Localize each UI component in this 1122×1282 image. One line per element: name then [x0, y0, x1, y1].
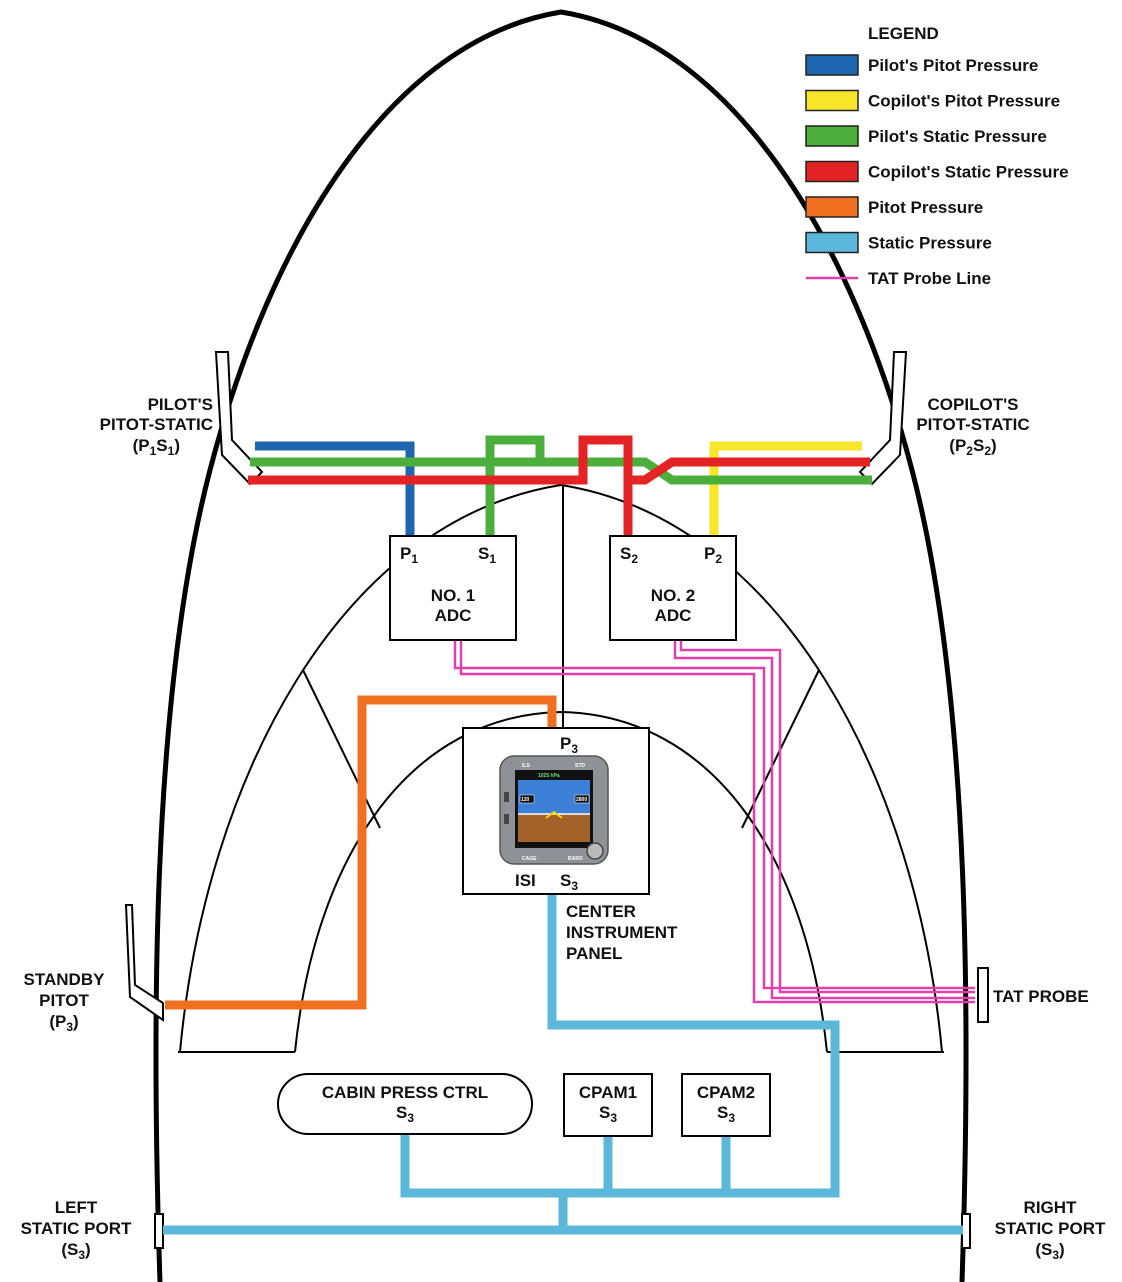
legend-swatch-5 — [805, 231, 859, 254]
tat-probe — [977, 967, 989, 1023]
tat-probe-label: TAT PROBE — [993, 987, 1089, 1006]
legend-swatch-1 — [805, 89, 859, 112]
static-pressure-line-isi — [400, 895, 840, 1198]
isi-baro-btn: BARO — [568, 856, 583, 862]
isi-topright: STD — [575, 763, 585, 769]
copilot-ps-label-3: (P2S2) — [949, 436, 996, 458]
glareshield-outer-arc — [179, 483, 943, 1053]
fuselage-outline — [153, 9, 969, 1282]
isi-baro-readout: 1025 hPa — [538, 773, 560, 779]
pilot-static-line — [250, 435, 872, 538]
adc1-name-1: NO. 1 — [431, 586, 475, 605]
panel-divider-left — [302, 669, 381, 829]
copilot-pitot-line — [709, 441, 862, 538]
copilot-ps-label-2: PITOT-STATIC — [916, 415, 1029, 434]
adc1-name-2: ADC — [435, 606, 472, 625]
center-panel-label-2: INSTRUMENT — [566, 923, 678, 942]
left-static-port — [154, 1213, 164, 1249]
cpam2-label-1: CPAM2 — [697, 1083, 755, 1102]
center-panel-label-3: PANEL — [566, 944, 622, 963]
legend-title: LEGEND — [868, 24, 939, 43]
tat-line-adc1-outer — [459, 640, 975, 1004]
adc2-name-1: NO. 2 — [651, 586, 695, 605]
adc2-name-2: ADC — [655, 606, 692, 625]
legend-swatch-3 — [805, 160, 859, 183]
adc2-p2-label: P2 — [704, 544, 722, 566]
legend-swatch-0 — [805, 54, 859, 76]
tat-line-adc2 — [673, 640, 975, 1000]
legend-label-5: Static Pressure — [868, 234, 992, 253]
legend-label-6: TAT Probe Line — [868, 269, 991, 288]
cpam1-box — [563, 1073, 653, 1137]
cpam2-label-2: S3 — [717, 1103, 735, 1125]
isi-cage: CAGE — [522, 856, 537, 862]
pilot-pitot-line — [255, 441, 415, 538]
adc1-box — [389, 535, 517, 641]
standby-label-2: PITOT — [39, 991, 89, 1010]
adc2-s2-label: S2 — [620, 544, 638, 566]
pilot-ps-label-1: PILOT'S — [148, 395, 213, 414]
left-port-label-3: (S3) — [61, 1240, 90, 1262]
pitot-pressure-line — [165, 695, 557, 1010]
legend-label-2: Pilot's Static Pressure — [868, 127, 1047, 146]
cabin-label-1: CABIN PRESS CTRL — [322, 1083, 488, 1102]
isi-name-label: ISI — [515, 871, 536, 890]
pilot-ps-label-2: PITOT-STATIC — [100, 415, 213, 434]
left-port-label-1: LEFT — [55, 1198, 98, 1217]
cabin-press-ctrl-box — [277, 1073, 533, 1135]
left-port-label-2: STATIC PORT — [21, 1219, 132, 1238]
standby-label-3: (P3) — [49, 1012, 78, 1034]
copilot-static-line — [248, 435, 870, 538]
isi-p3-label: P3 — [560, 734, 578, 756]
legend-label-3: Copilot's Static Pressure — [868, 163, 1069, 182]
isi-instrument — [499, 755, 609, 865]
right-static-port — [961, 1213, 971, 1249]
right-port-label-1: RIGHT — [1024, 1198, 1078, 1217]
adc2-box — [609, 535, 737, 641]
glareshield-inner-arc — [294, 710, 828, 1053]
pilot-ps-label-3: (P1S1) — [133, 436, 180, 458]
standby-label-1: STANDBY — [24, 970, 106, 989]
adc1-s1-label: S1 — [478, 544, 496, 566]
center-panel-label-1: CENTER — [566, 902, 636, 921]
adc1-p1-label: P1 — [400, 544, 418, 566]
legend-label-4: Pitot Pressure — [868, 198, 983, 217]
isi-topleft: ILS — [522, 763, 530, 769]
standby-pitot-probe — [124, 904, 164, 1022]
legend-swatch-4 — [805, 196, 859, 218]
tat-line-adc2-outer — [679, 640, 975, 994]
cpam2-box — [681, 1073, 771, 1137]
legend-label-1: Copilot's Pitot Pressure — [868, 92, 1060, 111]
cpam1-label-1: CPAM1 — [579, 1083, 637, 1102]
isi-s3-label: S3 — [560, 871, 578, 893]
right-port-label-3: (S3) — [1035, 1240, 1064, 1262]
tat-line-adc1 — [453, 640, 975, 990]
cpam1-label-2: S3 — [599, 1103, 617, 1125]
legend-label-0: Pilot's Pitot Pressure — [868, 56, 1038, 75]
cabin-label-2: S3 — [396, 1103, 414, 1125]
isi-alt: 2800 — [576, 797, 587, 803]
legend-swatch-2 — [805, 125, 859, 147]
right-port-label-2: STATIC PORT — [995, 1219, 1106, 1238]
copilot-ps-label-1: COPILOT'S — [928, 395, 1019, 414]
isi-speed: 120 — [521, 797, 530, 803]
